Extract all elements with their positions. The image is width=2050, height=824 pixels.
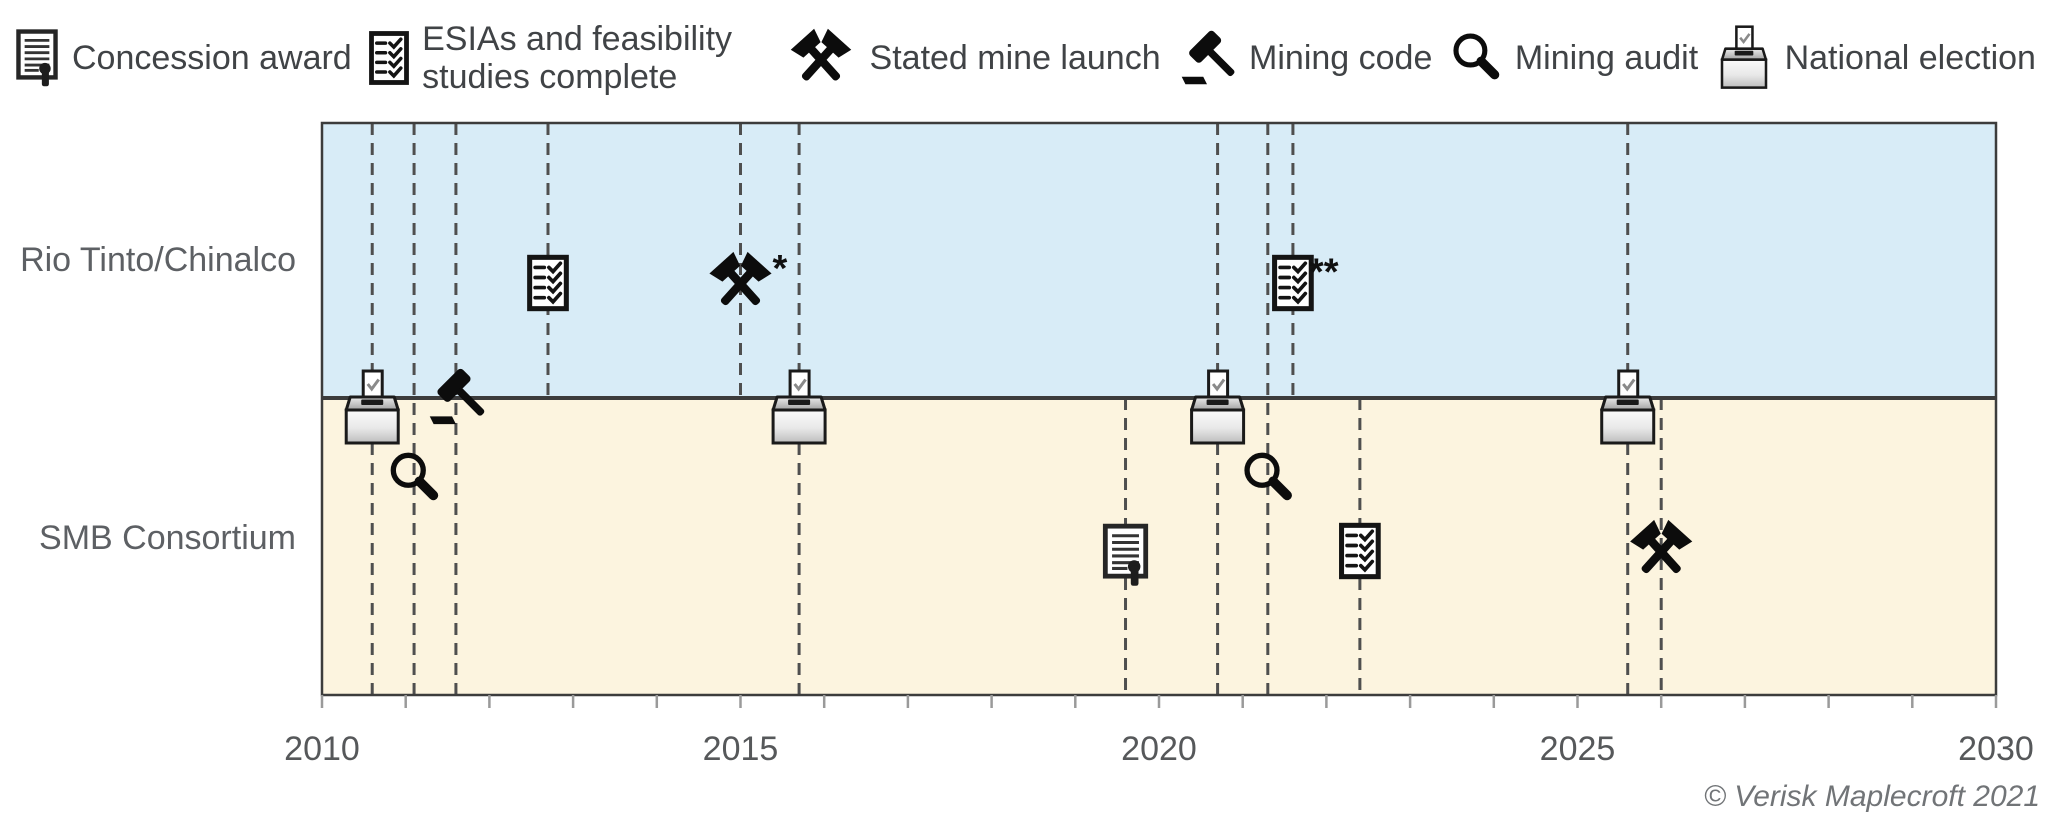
axis-tick-label: 2030 xyxy=(1958,730,2034,768)
lane-band-smb xyxy=(322,398,1996,695)
legend-item-national-election: National election xyxy=(1715,25,2036,91)
event-icon-esia-complete xyxy=(530,257,567,308)
legend-label: Mining code xyxy=(1249,38,1433,77)
legend-item-esia-complete: ESIAs and feasibility studies complete xyxy=(368,20,767,96)
event-icon-esia-complete xyxy=(1275,257,1312,308)
lane-label-smb: SMB Consortium xyxy=(39,519,296,557)
lane-band-rio xyxy=(322,123,1996,398)
copyright-text: © Verisk Maplecroft 2021 xyxy=(1703,780,2040,813)
legend-item-mining-code: Mining code xyxy=(1177,28,1432,88)
event-icon-concession-award xyxy=(1105,526,1145,586)
legend-label: National election xyxy=(1784,38,2036,77)
lane-label-rio: Rio Tinto/Chinalco xyxy=(20,241,296,279)
event-icon-national-election xyxy=(771,369,827,445)
legend-item-mining-audit: Mining audit xyxy=(1449,31,1698,85)
event-annotation: * xyxy=(773,248,788,290)
legend-item-concession-award: Concession award xyxy=(14,28,352,88)
axis-tick-label: 2020 xyxy=(1121,730,1197,768)
event-icon-esia-complete xyxy=(1342,525,1379,576)
axis-tick-label: 2010 xyxy=(284,730,360,768)
plot-border xyxy=(320,121,1998,697)
legend-label: Mining audit xyxy=(1514,38,1699,77)
legend-item-stated-mine-launch: Stated mine launch xyxy=(784,28,1161,88)
event-icon-national-election xyxy=(1190,369,1246,445)
event-annotation: ** xyxy=(1309,252,1339,294)
legend-label: Concession award xyxy=(72,38,352,77)
axis-tick-label: 2015 xyxy=(703,730,779,768)
legend: Concession award ESIAs and feasibility s… xyxy=(14,10,2036,106)
axis-tick-label: 2025 xyxy=(1540,730,1616,768)
event-icon-national-election xyxy=(344,369,400,445)
legend-label: Stated mine launch xyxy=(869,38,1161,77)
event-icon-national-election xyxy=(1600,369,1656,445)
legend-label: ESIAs and feasibility studies complete xyxy=(422,19,733,96)
